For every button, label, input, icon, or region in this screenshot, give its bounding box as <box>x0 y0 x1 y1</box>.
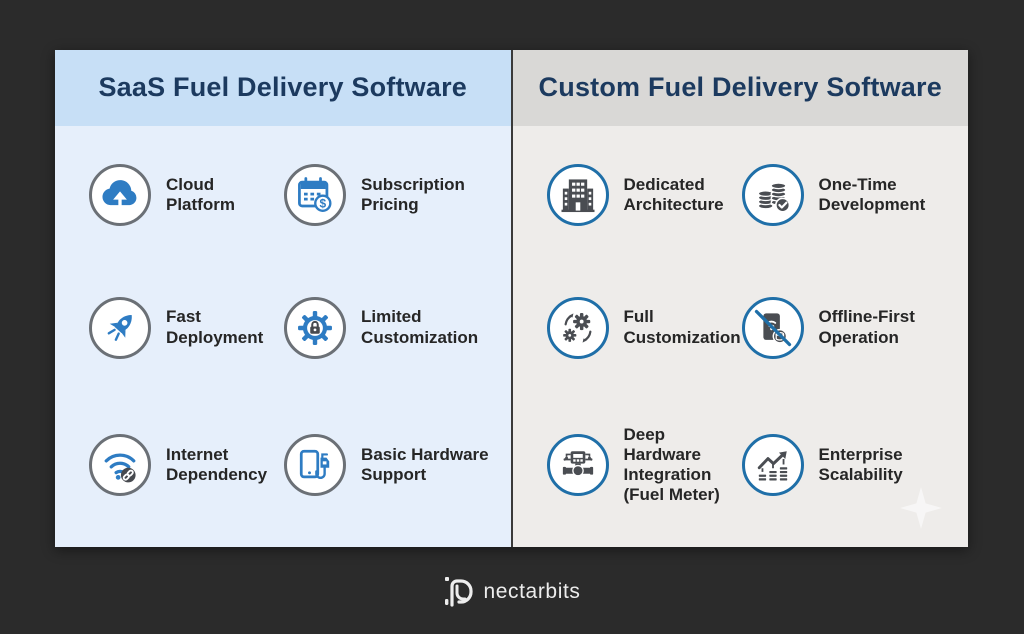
column-saas: SaaS Fuel Delivery Software Cloud Platfo… <box>55 50 511 547</box>
building-icon <box>546 163 609 226</box>
wifi-link-icon <box>89 434 151 497</box>
feature-label: One-Time Development <box>818 174 926 214</box>
nectarbits-logo-icon <box>443 575 474 609</box>
feature-item: Dedicated Architecture <box>546 163 742 226</box>
feature-grid: Cloud Platform $ Subscription Pricing Fa… <box>55 126 511 547</box>
cloud-upload-icon <box>89 163 151 226</box>
feature-label: Limited Customization <box>361 307 479 347</box>
comparison-card: SaaS Fuel Delivery Software Cloud Platfo… <box>55 50 968 547</box>
feature-item: Offline-First Operation <box>741 296 960 359</box>
gears-sync-icon <box>546 296 609 359</box>
feature-item: Cloud Platform <box>89 163 284 226</box>
feature-label: Cloud Platform <box>166 174 235 214</box>
feature-label: Dedicated Architecture <box>623 174 724 214</box>
column-custom: Custom Fuel Delivery Software Dedicated … <box>512 50 969 547</box>
gear-lock-icon <box>284 296 347 359</box>
feature-label: Offline-First Operation <box>818 307 915 347</box>
feature-item: Deep Hardware Integration (Fuel Meter) <box>546 425 742 505</box>
feature-item: One-Time Development <box>741 163 960 226</box>
column-title: Custom Fuel Delivery Software <box>538 72 942 103</box>
feature-label: Enterprise Scalability <box>818 445 903 485</box>
fuel-meter-icon <box>546 434 609 497</box>
feature-grid: Dedicated Architecture One-Time Developm… <box>513 126 969 547</box>
feature-item: $ Subscription Pricing <box>284 163 502 226</box>
column-header: Custom Fuel Delivery Software <box>512 50 968 126</box>
feature-label: Basic Hardware Support <box>361 445 489 485</box>
feature-item: Basic Hardware Support <box>284 434 502 497</box>
feature-label: Fast Deployment <box>166 307 264 347</box>
column-title: SaaS Fuel Delivery Software <box>98 72 468 103</box>
feature-label: Deep Hardware Integration (Fuel Meter) <box>623 425 720 505</box>
feature-item: Full Customization <box>546 296 742 359</box>
feature-label: Internet Dependency <box>166 445 268 485</box>
feature-item: Limited Customization <box>284 296 502 359</box>
brand-name: nectarbits <box>483 580 581 603</box>
feature-label: Subscription Pricing <box>361 174 465 214</box>
coins-check-icon <box>741 163 804 226</box>
calendar-dollar-icon: $ <box>284 163 347 226</box>
brand-footer: nectarbits <box>0 567 1024 617</box>
feature-label: Full Customization <box>623 307 741 347</box>
svg-text:$: $ <box>320 196 327 210</box>
tablet-fuel-nozzle-icon <box>284 434 347 497</box>
rocket-icon <box>89 296 151 359</box>
feature-item: Internet Dependency <box>89 434 284 497</box>
phone-offline-icon <box>741 296 804 359</box>
growth-chart-icon <box>741 434 804 497</box>
feature-item: Fast Deployment <box>89 296 284 359</box>
feature-item: Enterprise Scalability <box>741 434 960 497</box>
column-header: SaaS Fuel Delivery Software <box>55 50 511 126</box>
